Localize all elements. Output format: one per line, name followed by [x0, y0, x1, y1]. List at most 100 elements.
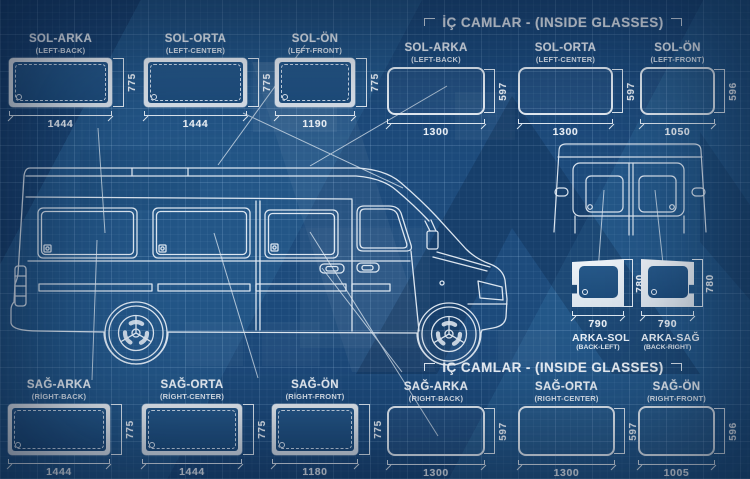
diagram-inside-right-center: SAĞ-ORTA (RIGHT-CENTER) 597 1300 — [518, 381, 639, 479]
rear-door-handle-right — [691, 187, 706, 197]
dimension-width: 1444 — [179, 466, 205, 479]
dimension-height: 780 — [705, 273, 716, 293]
inside-glasses-header-bottom: İÇ CAMLAR - (INSIDE GLASSES) — [424, 360, 683, 375]
dimension-height-line — [614, 408, 625, 455]
dimension-height: 597 — [626, 81, 637, 101]
glass-title: SAĞ-ORTA — [535, 381, 598, 393]
rear-wheel — [104, 301, 168, 365]
dimension-height-line — [612, 69, 623, 114]
dimension-width-line — [9, 111, 112, 117]
glass-pane — [13, 62, 108, 104]
dimension-width-line — [518, 460, 615, 466]
glass-subtitle: (LEFT-FRONT) — [287, 46, 343, 56]
glass-title: SAĞ-ARKA — [403, 381, 469, 393]
dimension-height-line — [356, 58, 367, 108]
glass-subtitle: (BACK-LEFT) — [576, 344, 620, 351]
diagram-outside-right-back: SAĞ-ARKA (RİGHT-BACK) 775 1444 — [8, 379, 136, 478]
glass-title: SAĞ-ORTA — [160, 379, 224, 391]
glass-subtitle: (LEFT-CENTER) — [165, 46, 226, 56]
glass-pane — [648, 266, 688, 298]
glass-title: ARKA-SAĞ — [641, 332, 700, 344]
glass-subtitle: (LEFT-FRONT) — [650, 55, 705, 65]
glass-outline: 775 — [144, 58, 273, 108]
glass-seal-dashed — [15, 64, 106, 102]
front-door-handle — [356, 262, 380, 273]
side-mirror — [426, 230, 439, 250]
dimension-width: 1444 — [47, 118, 74, 131]
cab-door-window — [356, 205, 413, 252]
diagram-outside-left-back: SOL-ARKA (LEFT-BACK) 775 1444 — [9, 33, 138, 131]
dimension-height: 775 — [373, 420, 384, 439]
dimension-height-line — [692, 259, 703, 307]
glass-pane — [279, 62, 351, 104]
dimension-width-line — [638, 460, 715, 466]
glass-outline: 596 — [640, 67, 739, 116]
diagram-inside-left-center: SOL-ORTA (LEFT-CENTER) 597 1300 — [518, 42, 637, 138]
screw-icon — [16, 94, 22, 101]
glass-outline: 775 — [272, 404, 384, 456]
header-bracket-right — [670, 363, 683, 372]
dimension-width-line — [272, 459, 358, 465]
glass-pane — [276, 408, 354, 452]
glass-subtitle: (RIGHT-FRONT) — [647, 394, 706, 404]
dimension-width: 790 — [588, 318, 608, 330]
glass-outline: 780 — [641, 259, 716, 307]
screw-icon — [279, 442, 285, 449]
glass-pane — [146, 408, 238, 452]
dimension-width: 1300 — [423, 467, 449, 479]
glass-subtitle: (RİGHT-CENTER) — [159, 392, 225, 402]
glass-subtitle: (RIGHT-BACK) — [408, 394, 464, 404]
glass-title: SOL-ARKA — [28, 33, 93, 45]
back-glass-shape — [572, 259, 624, 307]
screw-icon — [151, 94, 157, 101]
dimension-height: 597 — [498, 81, 509, 101]
side-window-front — [264, 209, 339, 259]
dimension-height-line — [714, 69, 725, 114]
dimension-height: 775 — [257, 420, 268, 439]
glass-outline: 597 — [387, 67, 509, 116]
header-bracket-left — [424, 363, 436, 372]
diagram-inside-right-front: SAĞ-ÖN (RIGHT-FRONT) 596 1005 — [638, 381, 739, 479]
screw-icon — [15, 442, 21, 449]
dimension-height: 775 — [262, 73, 273, 92]
dimension-width-line — [572, 311, 624, 316]
glass-outline: 597 — [518, 67, 637, 116]
glass-title: SOL-ORTA — [534, 42, 597, 54]
dimension-height: 597 — [498, 421, 509, 441]
inside-glasses-header-top: İÇ CAMLAR - (INSIDE GLASSES) — [424, 15, 683, 30]
header-bracket-left — [424, 18, 436, 27]
dimension-height: 596 — [728, 421, 739, 441]
glass-outline: 597 — [518, 406, 639, 457]
dimension-height-line — [113, 58, 124, 108]
glass-subtitle: (RİGHT-FRONT) — [285, 392, 345, 402]
glass-outline: 597 — [387, 406, 509, 457]
glass-title: SAĞ-ARKA — [26, 379, 92, 391]
glass-outline: 596 — [638, 406, 739, 457]
dimension-width-line — [518, 119, 613, 125]
glass-subtitle: (LEFT-CENTER) — [535, 55, 596, 65]
glass-title: SOL-ARKA — [404, 42, 468, 54]
glass-seal-dashed — [281, 64, 349, 102]
dimension-width-line — [142, 459, 242, 465]
screw-icon — [582, 289, 588, 295]
van-rear-view — [553, 143, 707, 236]
screw-icon — [282, 94, 288, 101]
screw-icon — [149, 442, 155, 449]
dimension-width: 1300 — [423, 126, 449, 139]
glass-title: SAĞ-ÖN — [652, 381, 701, 393]
dimension-width-line — [8, 459, 110, 465]
dimension-width-line — [641, 311, 694, 316]
glass-subtitle: (BACK-RIGHT) — [643, 344, 692, 351]
dimension-width: 1190 — [302, 118, 328, 131]
glass-subtitle: (RIGHT-CENTER) — [534, 394, 599, 404]
dimension-height-line — [111, 404, 122, 456]
diagram-inside-left-front: SOL-ÖN (LEFT-FRONT) 596 1050 — [640, 42, 739, 138]
back-glass-shape — [641, 259, 694, 307]
dimension-width: 1180 — [302, 466, 328, 479]
glass-subtitle: (RİGHT-BACK) — [31, 392, 87, 402]
glass-title: ARKA-SOL — [572, 332, 630, 344]
glass-outline: 780 — [572, 259, 646, 307]
glass-subtitle: (LEFT-BACK) — [411, 55, 461, 65]
screw-icon — [651, 289, 657, 295]
